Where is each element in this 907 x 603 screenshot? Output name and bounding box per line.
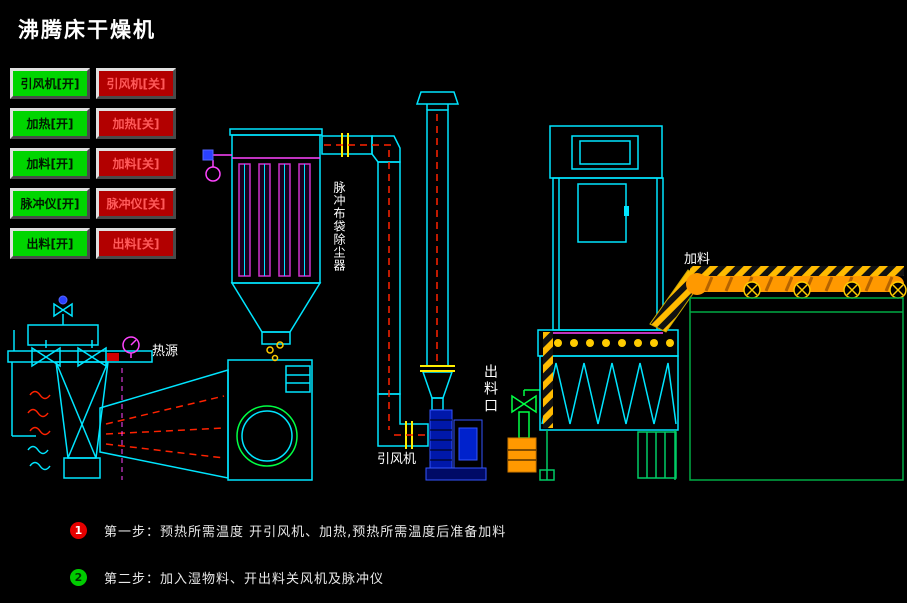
discharge-off-button[interactable]: 出料[关] [96,228,176,259]
step-2-text: 第二步：加入湿物料、开出料关风机及脉冲仪 [104,572,385,587]
valve-handle [58,295,68,305]
page-title: 沸腾床干燥机 [18,18,156,42]
heat-on-button[interactable]: 加热[开] [10,108,90,139]
heat-source-label: 热源 [152,344,179,359]
bed-material-dots [554,339,674,347]
hot-air-duct [99,368,229,479]
pressure-gauge [122,336,140,358]
filter-bags [238,163,311,277]
dryer-tower [549,125,664,331]
furnace [55,361,109,479]
discharge-bin [507,437,537,473]
step-1: 1 第一步：预热所需温度 开引风机、加热,预热所需温度后准备加料 [70,521,506,540]
filter-inlet-valve [205,154,232,182]
pulse-off-button[interactable]: 脉冲仪[关] [96,188,176,219]
bag-filter [227,128,323,481]
discharge-on-button[interactable]: 出料[开] [10,228,90,259]
stack-flange [420,365,455,372]
fan-on-button[interactable]: 引风机[开] [10,68,90,99]
feed-on-button[interactable]: 加料[开] [10,148,90,179]
step-2: 2 第二步：加入湿物料、开出料关风机及脉冲仪 [70,568,384,587]
on-button-column: 引风机[开] 加热[开] 加料[开] 脉冲仪[开] 出料[开] [10,68,90,259]
step-1-text: 第一步：预热所需温度 开引风机、加热,预热所需温度后准备加料 [104,525,507,540]
step-1-badge: 1 [70,522,87,539]
material-bubbles [266,341,284,362]
induced-draft-fan [425,409,487,481]
fluid-bed [537,329,679,431]
filter-bag-cores [244,164,305,276]
heat-source-piping [7,302,153,437]
steam-marks [27,445,51,471]
dryer-legs [539,430,677,481]
discharge-assembly [511,389,540,439]
pipe-red-fitting [107,353,119,361]
fan-off-button[interactable]: 引风机[关] [96,68,176,99]
off-button-column: 引风机[关] 加热[关] 加料[关] 脉冲仪[关] 出料[关] [96,68,176,259]
feed-conveyor [686,266,907,481]
discharge-port-label: 出料口 [482,364,498,415]
conveyor-rollers [743,281,907,299]
duct-flow [324,144,426,436]
feed-label: 加料 [684,252,711,267]
heat-off-button[interactable]: 加热[关] [96,108,176,139]
conveyor-frame [689,297,904,481]
fan-label: 引风机 [377,452,417,467]
pulse-on-button[interactable]: 脉冲仪[开] [10,188,90,219]
dust-collector-label: 脉冲布袋除尘器 [332,181,346,272]
flame-marks [27,390,51,436]
hot-air-flow [105,395,225,459]
inlet-valve-actuator [202,149,214,161]
step-2-badge: 2 [70,569,87,586]
door-handle [624,206,629,216]
duct-flanges [341,133,413,449]
feed-off-button[interactable]: 加料[关] [96,148,176,179]
hazard-column [543,332,553,428]
